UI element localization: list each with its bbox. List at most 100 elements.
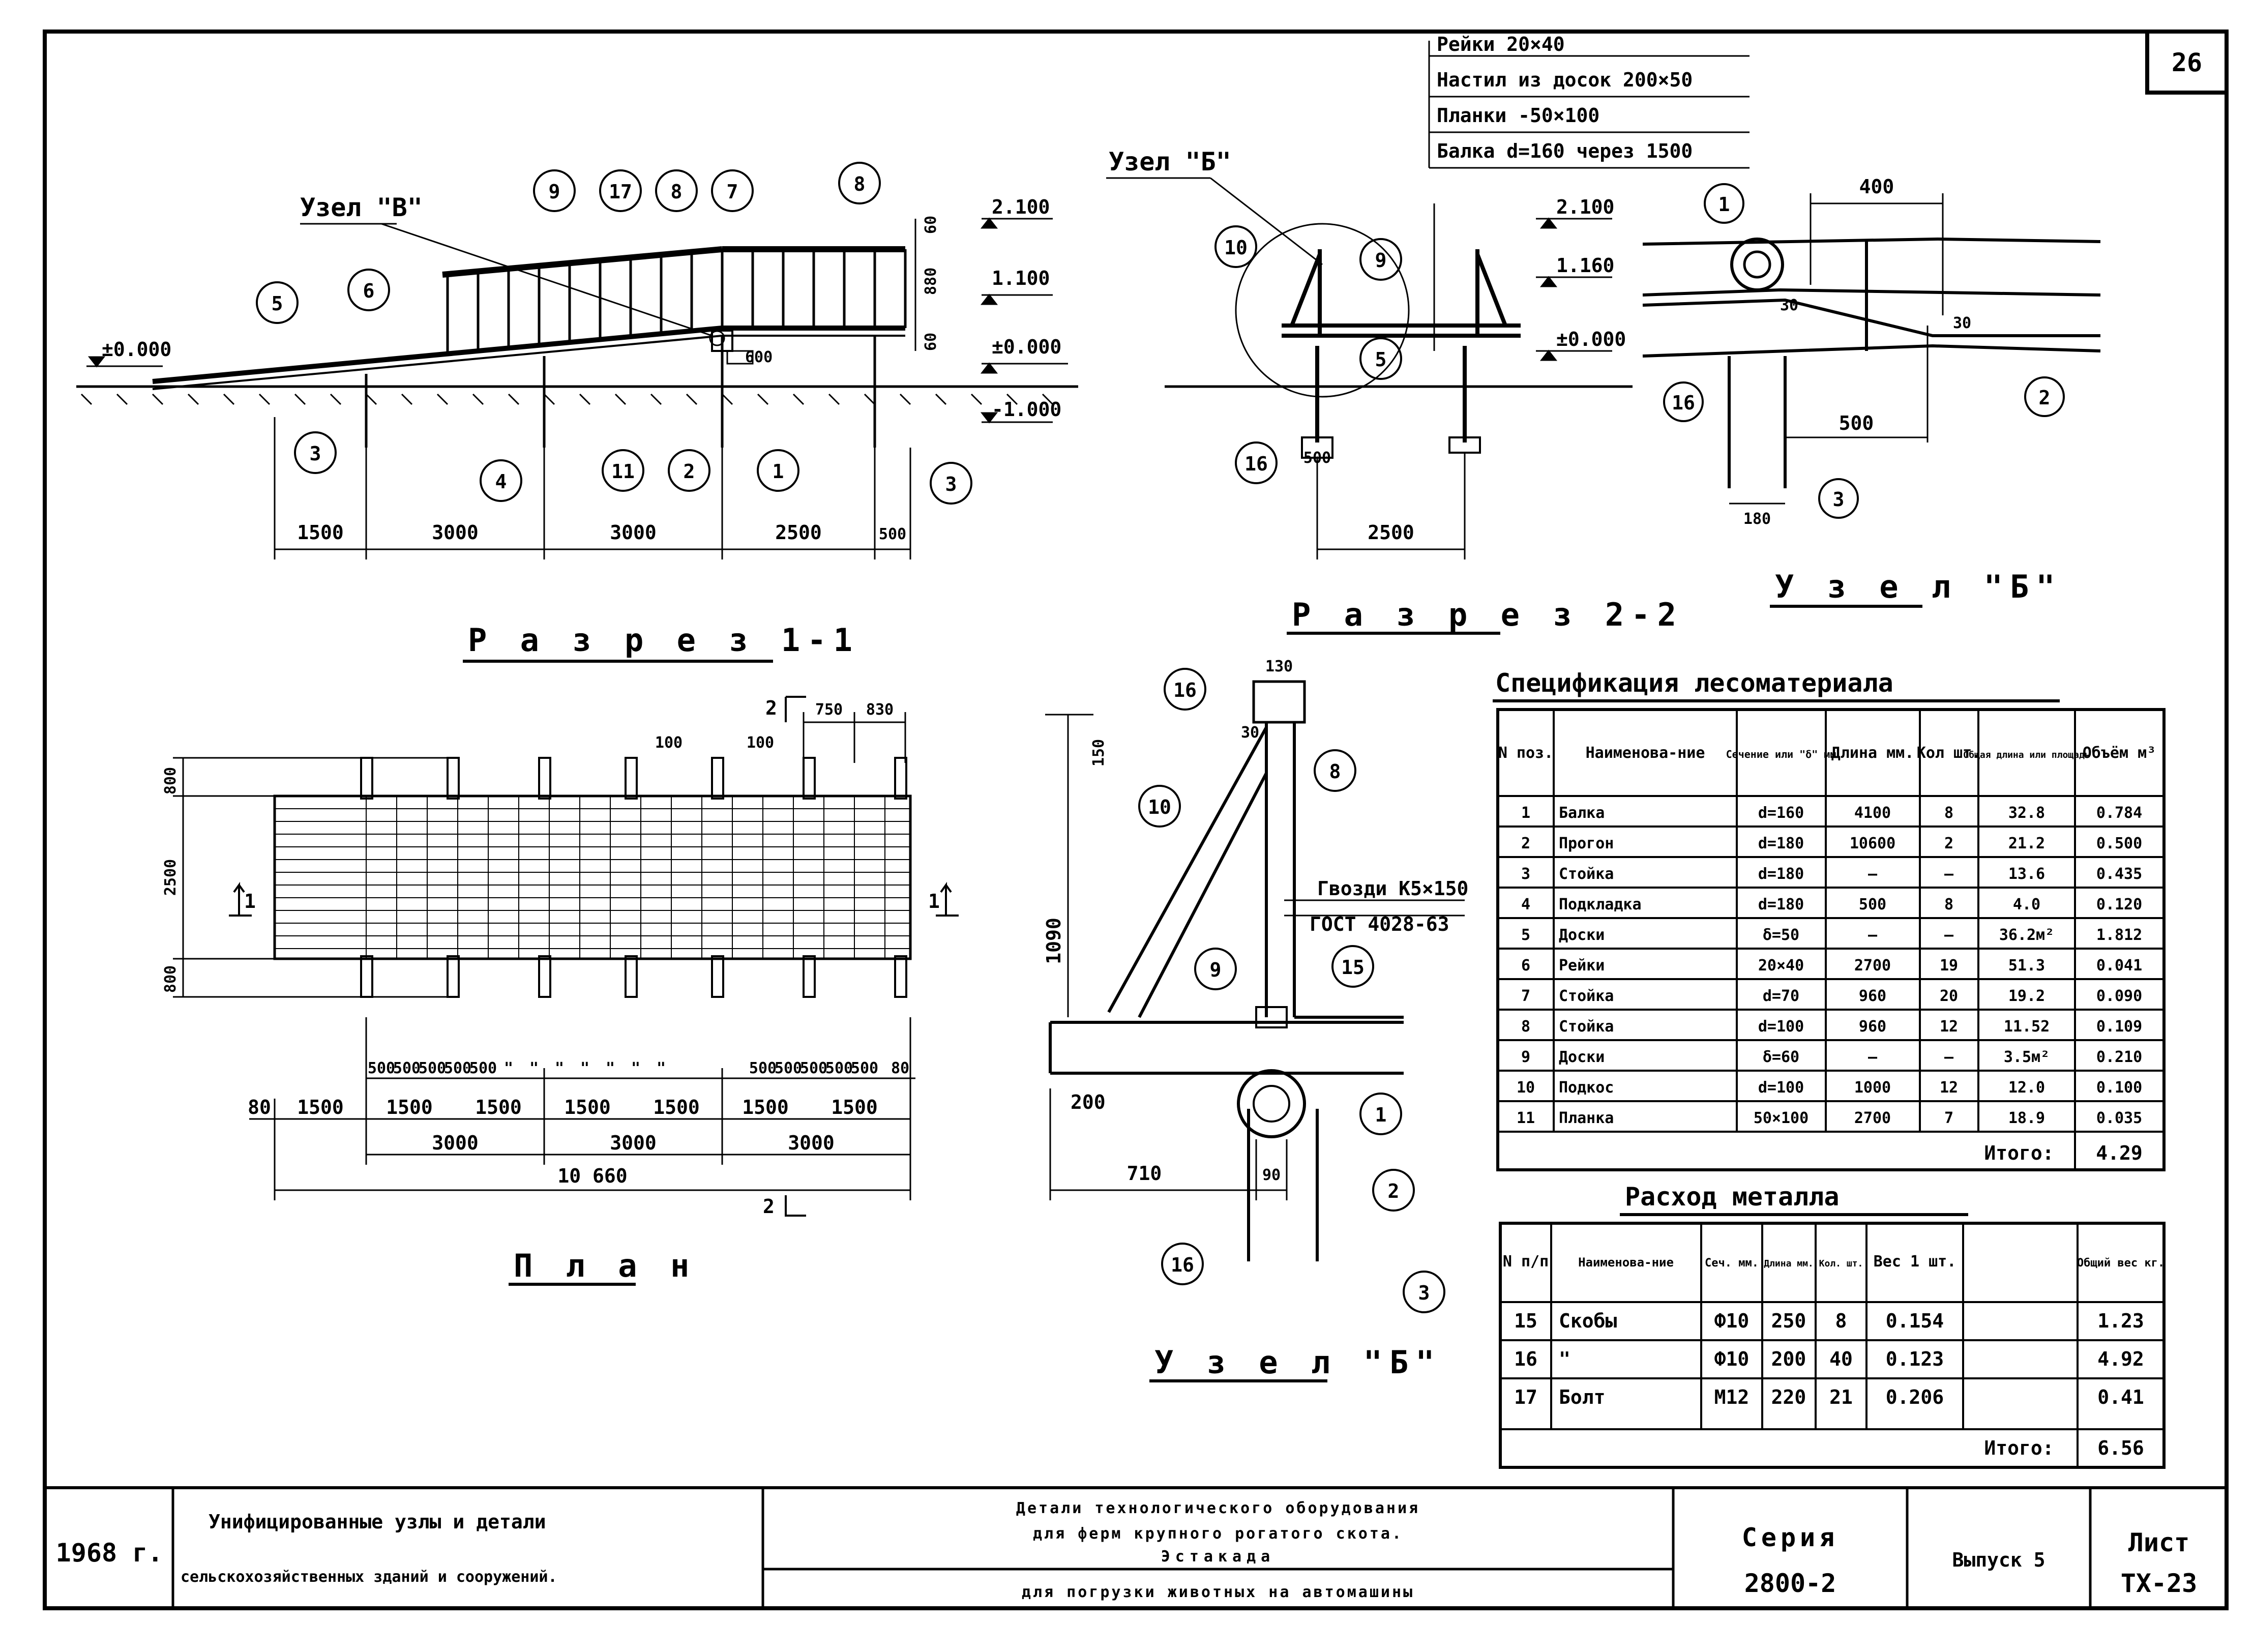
timber-cell-7-0: 8 — [1521, 1018, 1530, 1036]
plan-r500-15: 500 — [825, 1059, 853, 1077]
tb-issue: Выпуск 5 — [1952, 1549, 2045, 1571]
metal-cell-1-0: 16 — [1514, 1348, 1537, 1370]
plan-mark-1-right: 1 — [928, 890, 940, 912]
timber-cell-0-6: 0.784 — [2096, 804, 2142, 822]
timber-cell-9-3: 1000 — [1854, 1079, 1891, 1097]
callout-2: 2 — [684, 460, 695, 483]
sec11-dim-500: 500 — [879, 525, 906, 543]
metal-cell-2-0: 17 — [1514, 1386, 1537, 1408]
tb-sheet: ТХ-23 — [2121, 1569, 2198, 1598]
timber-cell-4-4: — — [1944, 926, 1954, 944]
tb-series-label: Серия — [1742, 1523, 1839, 1552]
timber-cell-10-0: 11 — [1517, 1109, 1535, 1127]
metal-total-label: Итого: — [1984, 1437, 2054, 1459]
timber-cell-0-5: 32.8 — [2008, 804, 2045, 822]
nodeb-callout-16: 16 — [1672, 392, 1695, 414]
node-b-detail-large: 130 30 150 1090 200 710 90 Гвозди К5×150… — [1043, 658, 1468, 1382]
timber-cell-0-0: 1 — [1521, 804, 1530, 822]
timber-cell-3-5: 4.0 — [2013, 896, 2040, 913]
tb-series: 2800-2 — [1744, 1569, 1836, 1598]
metal-cell-2-5: 0.206 — [1886, 1386, 1944, 1408]
metal-h2: Сеч. мм. — [1705, 1257, 1759, 1270]
plan-dim-100b: 100 — [747, 734, 774, 752]
nodeb2-nails-1: Гвозди К5×150 — [1317, 877, 1468, 900]
timber-cell-9-6: 0.100 — [2096, 1079, 2142, 1097]
tb-org-2: сельскохозяйственных зданий и сооружений… — [181, 1568, 557, 1586]
timber-h0: N поз. — [1498, 744, 1553, 762]
nodeb2-dim-130: 130 — [1265, 658, 1293, 675]
nodeb2-dim-200: 200 — [1071, 1091, 1106, 1113]
sec11-level-2100: 2.100 — [992, 196, 1050, 218]
metal-cell-2-6: 0.41 — [2097, 1386, 2144, 1408]
plan-r500-11: " — [657, 1059, 666, 1077]
plan-dim-800a: 800 — [162, 767, 180, 794]
plan-r500-2: 500 — [419, 1059, 446, 1077]
metal-h1: Наименова-ние — [1578, 1255, 1674, 1270]
nodeb2-callout-3: 3 — [1418, 1282, 1430, 1304]
nodeb2-callout-1: 1 — [1375, 1104, 1387, 1126]
sheet-number: 26 — [2172, 48, 2202, 77]
plan-row-1500: 80 1500 1500 1500 1500 1500 1500 1500 — [248, 1096, 878, 1118]
nodeb2-callout-10: 10 — [1148, 796, 1171, 818]
nodeb-dim-500: 500 — [1839, 412, 1874, 434]
sec11-level-0: ±0.000 — [992, 336, 1061, 358]
plan-r3000-1: 3000 — [610, 1132, 657, 1154]
timber-h4: Кол шт. — [1917, 744, 1981, 762]
timber-cell-5-3: 2700 — [1854, 957, 1891, 975]
metal-cell-2-4: 21 — [1829, 1386, 1853, 1408]
metal-cell-0-6: 1.23 — [2097, 1310, 2144, 1332]
plan-r500-4: 500 — [469, 1059, 497, 1077]
plan-dim-830: 830 — [866, 701, 894, 719]
note-rails: Рейки 20×40 — [1437, 33, 1565, 55]
timber-h2: Сечение или "δ" мм — [1726, 748, 1836, 760]
timber-cell-2-1: Стойка — [1559, 865, 1614, 883]
sec22-callout-5: 5 — [1375, 348, 1387, 371]
timber-cell-5-0: 6 — [1521, 957, 1530, 975]
timber-cell-9-1: Подкос — [1559, 1079, 1614, 1097]
timber-cell-4-1: Доски — [1559, 926, 1605, 944]
tb-sheet-label: Лист — [2128, 1528, 2189, 1557]
node-b-top-title: У з е л "Б" — [1775, 568, 2062, 605]
sec11-dim-2500: 2500 — [775, 521, 822, 544]
timber-cell-6-1: Стойка — [1559, 987, 1614, 1005]
timber-cell-4-2: δ=50 — [1763, 926, 1799, 944]
timber-cell-7-4: 12 — [1940, 1018, 1958, 1036]
timber-cell-3-6: 0.120 — [2096, 896, 2142, 913]
nodeb2-dim-710: 710 — [1127, 1162, 1162, 1185]
plan-row-500: 500 500 500 500 500 " " " " " " " 500 50… — [368, 1059, 909, 1077]
metal-cell-1-5: 0.123 — [1886, 1348, 1944, 1370]
timber-cell-3-2: d=180 — [1758, 896, 1804, 913]
timber-cell-9-2: d=100 — [1758, 1079, 1804, 1097]
nodeb-dim-30b: 30 — [1953, 314, 1971, 332]
nodeb-callout-1: 1 — [1718, 193, 1730, 216]
metal-title: Расход металла — [1625, 1182, 1839, 1212]
timber-cell-0-1: Балка — [1559, 804, 1605, 822]
plan-dim-800b: 800 — [162, 965, 180, 993]
metal-cell-1-2: Ф10 — [1714, 1348, 1750, 1370]
sheet-frame — [43, 29, 2229, 1610]
nodeb2-callout-16b: 16 — [1171, 1254, 1194, 1276]
plan-view: 800 2500 800 750 830 100 100 1 1 2 2 — [162, 696, 959, 1286]
plan-r500-13: 500 — [775, 1059, 802, 1077]
tb-year: 1968 г. — [56, 1538, 163, 1568]
node-b-large-title: У з е л "Б" — [1154, 1344, 1442, 1381]
sec22-level-2100: 2.100 — [1556, 196, 1614, 218]
timber-cell-8-5: 3.5м² — [2004, 1048, 2050, 1066]
metal-h3: Длина мм. — [1764, 1258, 1814, 1269]
timber-total-label: Итого: — [1984, 1142, 2054, 1164]
title-block: 1968 г. Унифицированные узлы и детали се… — [45, 1486, 2227, 1608]
sec11-dim-3000b: 3000 — [610, 521, 657, 544]
plan-r1500-2: 1500 — [386, 1096, 433, 1118]
callout-1: 1 — [773, 460, 784, 483]
metal-cell-1-6: 4.92 — [2097, 1348, 2144, 1370]
timber-cell-0-2: d=160 — [1758, 804, 1804, 822]
metal-cell-1-1: " — [1559, 1348, 1570, 1370]
timber-cell-2-0: 3 — [1521, 865, 1530, 883]
sec11-dim-1500: 1500 — [297, 521, 344, 544]
note-planks: Планки -50×100 — [1437, 104, 1599, 127]
timber-cell-7-3: 960 — [1859, 1018, 1886, 1036]
timber-cell-2-3: — — [1868, 865, 1878, 883]
sec11-level-left: ±0.000 — [102, 338, 171, 361]
timber-cell-7-2: d=100 — [1758, 1018, 1804, 1036]
nodeb2-dim-150: 150 — [1090, 739, 1108, 766]
